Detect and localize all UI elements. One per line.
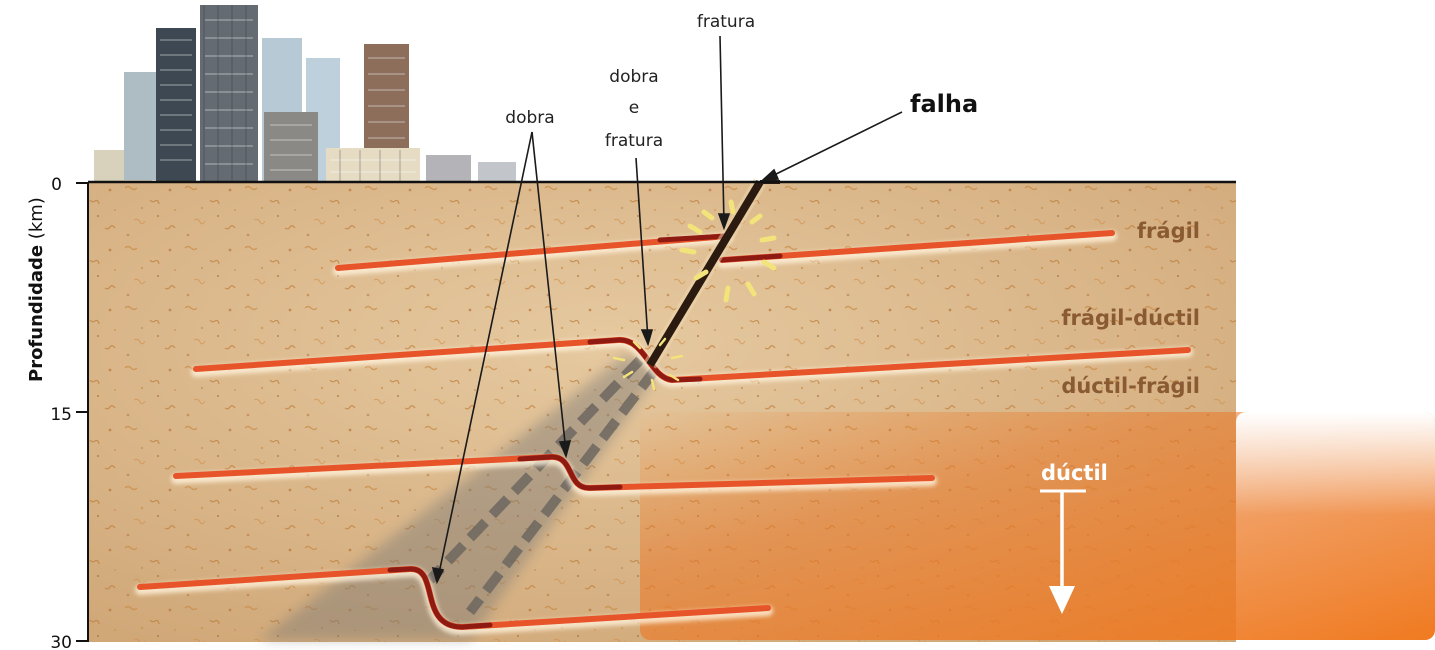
depth-axis [76,180,1236,642]
annotation-arrows [431,35,903,585]
axis-title: Profundidade (km) [26,197,47,382]
label-fratura: fratura [697,12,755,32]
label-dobra-e-fratura-1: dobra [609,67,658,87]
label-dobra-e-fratura-2: e [629,98,639,118]
zone-ductil: dúctil [1041,461,1108,485]
tick-15: 15 [50,405,72,425]
down-arrow-icon [1049,586,1075,614]
zone-ductil-fragil: dúctil-frágil [1061,374,1200,398]
tick-30: 30 [50,633,72,650]
city-skyline [94,5,516,181]
layer-fragil-right [719,230,1115,263]
tick-0: 0 [51,175,62,195]
zone-fragil-ductil: frágil-dúctil [1061,306,1200,330]
fault-damage-zone [260,355,660,640]
fracture-sparks-lower [612,337,684,391]
ductil-indicator: dúctil [1040,461,1108,614]
ductile-zone-gradient [640,412,1435,640]
label-dobra: dobra [505,108,554,128]
label-falha: falha [910,90,978,118]
zone-fragil: frágil [1137,219,1200,243]
label-dobra-e-fratura-3: fratura [605,131,663,151]
fracture-sparks-upper [679,199,777,303]
fault-dashed-traces [426,356,659,616]
axis-title-bold: Profundidade [26,245,47,382]
axis-title-unit: (km) [26,197,47,245]
